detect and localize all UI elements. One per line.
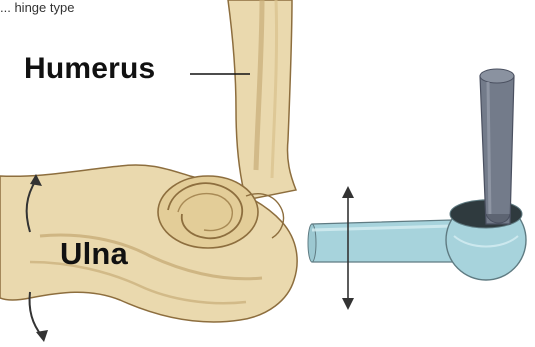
label-humerus: Humerus xyxy=(24,52,155,86)
rotation-arrow-down-icon xyxy=(30,292,49,342)
caption-text: ... hinge type xyxy=(0,0,74,15)
model-rod xyxy=(480,76,514,224)
hinge-model xyxy=(308,69,526,310)
label-ulna: Ulna xyxy=(60,236,128,272)
